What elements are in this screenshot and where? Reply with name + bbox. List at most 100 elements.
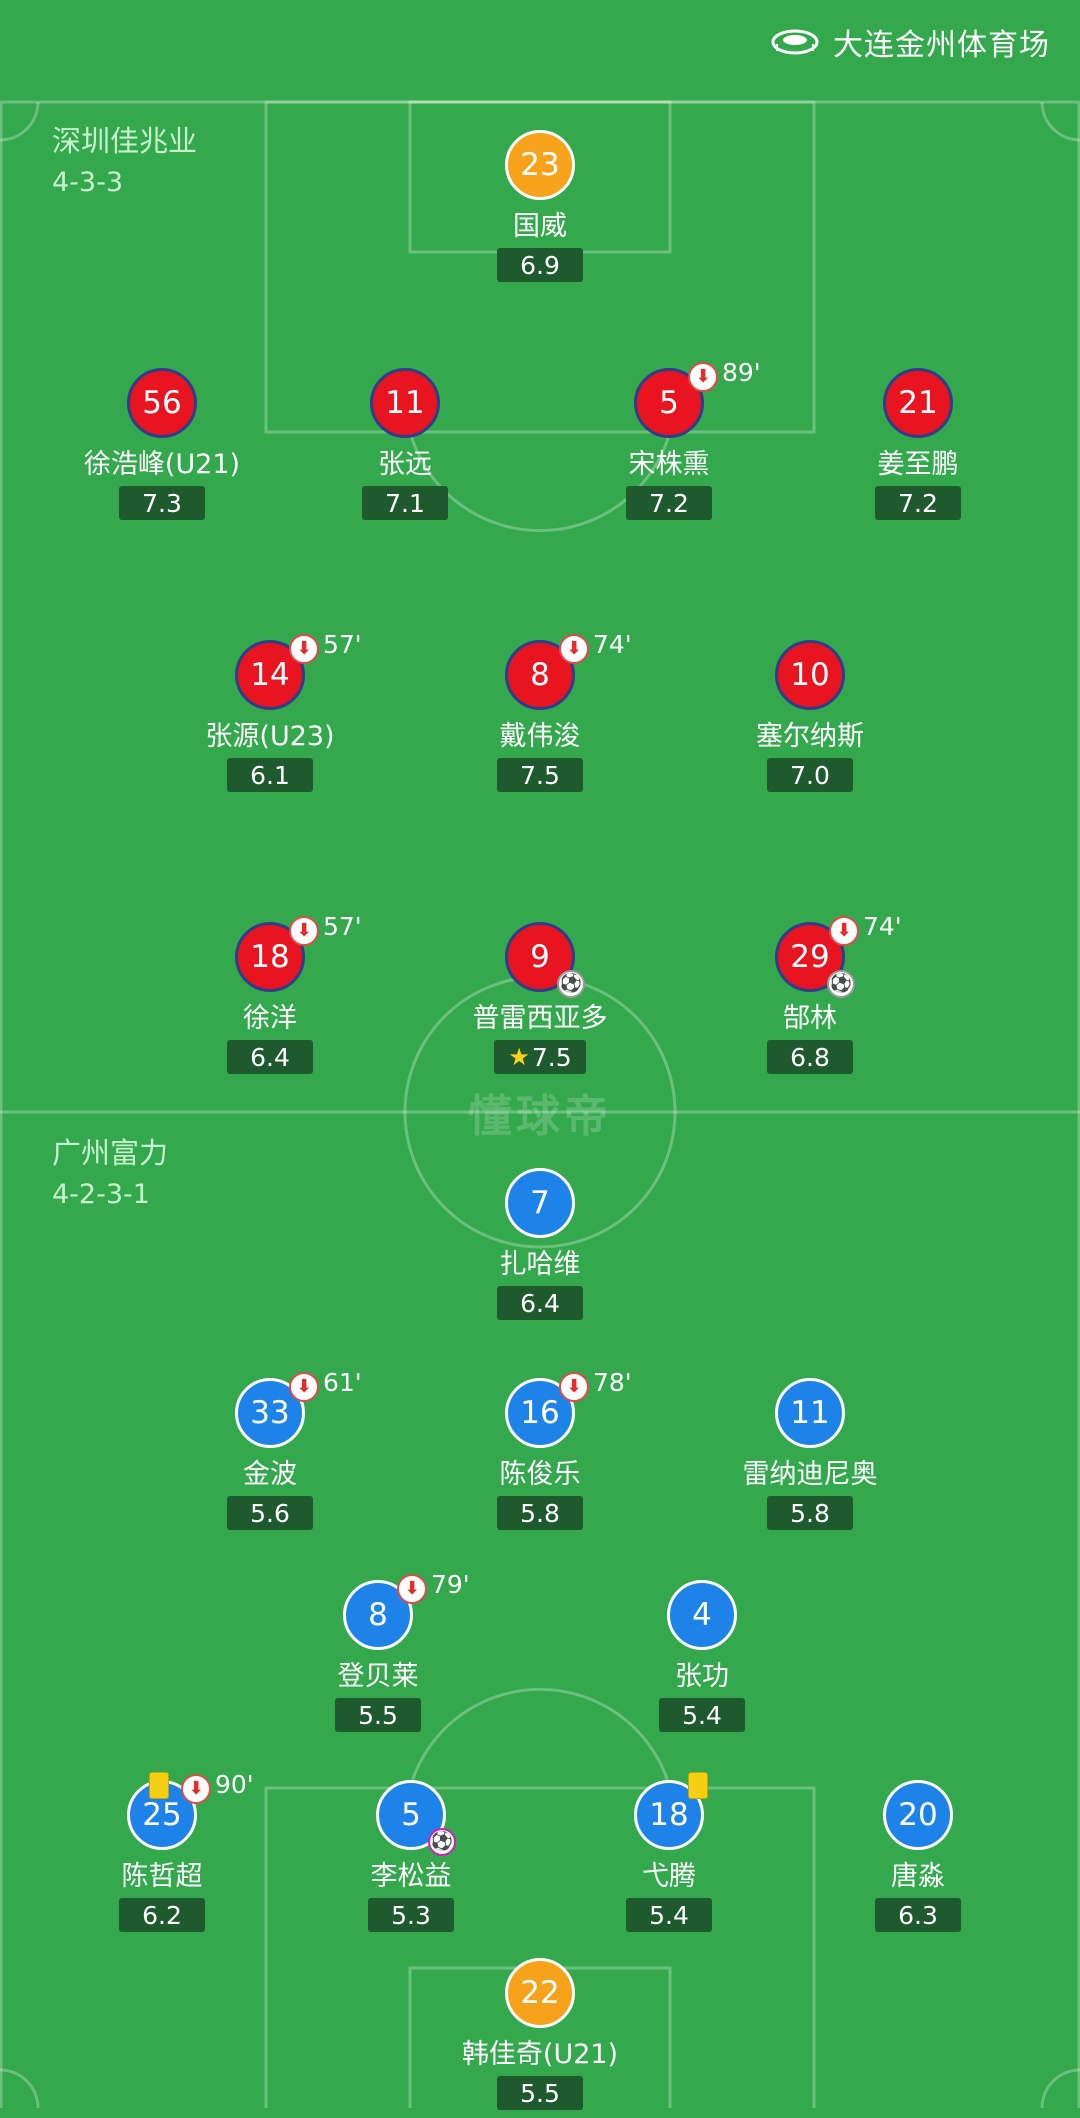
home-player[interactable]: 9⚽ 普雷西亚多 ★7.5	[435, 922, 645, 1082]
player-rating: 5.4	[626, 1898, 712, 1932]
substitution-time: 61'	[323, 1368, 362, 1397]
player-name: 塞尔纳斯	[756, 721, 864, 752]
player-number-badge: 22	[505, 1958, 575, 2028]
player-name: 陈俊乐	[499, 1459, 581, 1490]
player-name: 李松益	[370, 1861, 452, 1892]
substitution-out-icon: ⬇	[559, 634, 589, 664]
player-name: 国威	[513, 211, 567, 242]
away-player[interactable]: 4 张功 5.4	[597, 1580, 807, 1740]
player-name: 韩佳奇(U21)	[461, 2039, 619, 2070]
player-name: 张源(U23)	[205, 721, 335, 752]
player-rating: 6.2	[119, 1898, 205, 1932]
player-rating: ★7.5	[494, 1040, 586, 1074]
player-number-badge: 10	[775, 640, 845, 710]
player-number-badge: 9	[505, 922, 575, 992]
player-number-badge: 11	[775, 1378, 845, 1448]
player-rating: 7.1	[362, 486, 448, 520]
player-rating: 6.3	[875, 1898, 961, 1932]
away-team-name[interactable]: 广州富力	[52, 1136, 169, 1170]
player-number-badge: 7	[505, 1168, 575, 1238]
player-name: 宋株熏	[628, 449, 710, 480]
substitution-out-icon: ⬇	[397, 1574, 427, 1604]
player-number-badge: 33	[235, 1378, 305, 1448]
goal-ball-icon: ⚽	[827, 970, 855, 998]
star-icon: ★	[508, 1043, 530, 1071]
player-rating: 5.8	[767, 1496, 853, 1530]
substitution-out-icon: ⬇	[829, 916, 859, 946]
home-player[interactable]: 11 张远 7.1	[300, 368, 510, 528]
player-name: 戴伟浚	[499, 721, 581, 752]
player-name: 徐洋	[243, 1003, 297, 1034]
player-name: 郜林	[783, 1003, 837, 1034]
player-rating: 6.1	[227, 758, 313, 792]
home-team-info: 深圳佳兆业 4-3-3	[52, 120, 197, 204]
home-player[interactable]: 56 徐浩峰(U21) 7.3	[57, 368, 267, 528]
player-name: 张功	[675, 1661, 729, 1692]
home-player[interactable]: 10 塞尔纳斯 7.0	[705, 640, 915, 800]
player-rating: 6.8	[767, 1040, 853, 1074]
player-number-badge: 23	[505, 130, 575, 200]
substitution-out-icon: ⬇	[289, 1372, 319, 1402]
player-name: 唐淼	[891, 1861, 945, 1892]
away-player[interactable]: 22 韩佳奇(U21) 5.5	[435, 1958, 645, 2118]
home-team-formation: 4-3-3	[52, 167, 124, 198]
yellow-card-icon	[149, 1772, 169, 1799]
home-player[interactable]: 14⬇57'张源(U23)6.1	[165, 630, 375, 800]
player-rating: 5.3	[368, 1898, 454, 1932]
substitution-time: 79'	[431, 1570, 470, 1599]
substitution-time: 74'	[593, 630, 632, 659]
player-name: 扎哈维	[499, 1249, 581, 1280]
player-number-badge: 18	[634, 1780, 704, 1850]
stadium-name: 大连金州体育场	[833, 28, 1050, 63]
player-name: 张远	[378, 449, 432, 480]
player-rating: 6.4	[227, 1040, 313, 1074]
player-number-badge: 4	[667, 1580, 737, 1650]
player-rating: 5.5	[497, 2076, 583, 2110]
rating-value: 7.5	[531, 1042, 572, 1072]
player-number-badge: 56	[127, 368, 197, 438]
substitution-time: 74'	[863, 912, 902, 941]
away-team-formation: 4-2-3-1	[52, 1179, 150, 1210]
substitution-time: 78'	[593, 1368, 632, 1397]
player-name: 陈哲超	[121, 1861, 203, 1892]
goal-ball-icon: ⚽	[557, 970, 585, 998]
away-player[interactable]: 18 弋腾 5.4	[564, 1772, 774, 1940]
player-rating: 7.2	[875, 486, 961, 520]
player-name: 姜至鹏	[877, 449, 959, 480]
player-name: 普雷西亚多	[472, 1003, 608, 1034]
stadium-icon	[771, 29, 819, 55]
player-number-badge: 18	[235, 922, 305, 992]
home-player[interactable]: 23 国威 6.9	[435, 130, 645, 290]
player-name: 登贝莱	[337, 1661, 419, 1692]
watermark-logo: 懂球帝	[468, 1091, 612, 1142]
player-rating: 7.2	[626, 486, 712, 520]
player-rating: 7.3	[119, 486, 205, 520]
player-rating: 5.4	[659, 1698, 745, 1732]
player-name: 弋腾	[642, 1861, 696, 1892]
player-number-badge: 11	[370, 368, 440, 438]
substitution-out-icon: ⬇	[688, 362, 718, 392]
player-name: 徐浩峰(U21)	[83, 449, 241, 480]
home-team-name[interactable]: 深圳佳兆业	[52, 124, 198, 158]
player-rating: 7.0	[767, 758, 853, 792]
player-rating: 5.6	[227, 1496, 313, 1530]
substitution-out-icon: ⬇	[559, 1372, 589, 1402]
away-team-info: 广州富力 4-2-3-1	[52, 1132, 168, 1216]
player-rating: 6.9	[497, 248, 583, 282]
substitution-out-icon: ⬇	[289, 916, 319, 946]
own-goal-ball-icon: ⚽	[428, 1828, 456, 1856]
